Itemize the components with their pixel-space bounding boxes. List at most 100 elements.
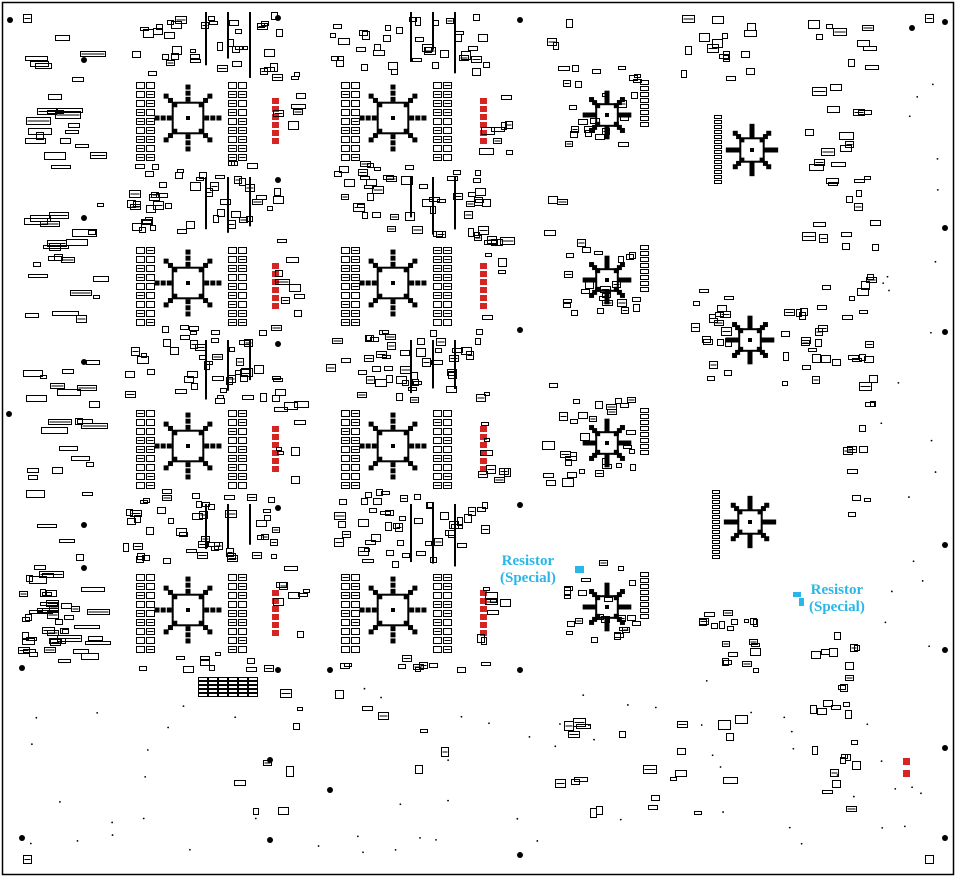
- ic-pin: [368, 93, 374, 99]
- capacitor: [136, 628, 145, 635]
- ic-pin: [622, 277, 628, 283]
- via: [587, 724, 590, 727]
- component-footprint: [125, 371, 135, 378]
- component-footprint: [849, 296, 855, 301]
- component-footprint: [51, 165, 71, 169]
- capacitor: [146, 274, 155, 281]
- capacitor: [341, 301, 350, 308]
- ic-pin: [737, 509, 743, 515]
- pin-header: [712, 490, 720, 494]
- component-footprint: [273, 110, 284, 117]
- component-footprint: [845, 662, 854, 670]
- component-footprint: [709, 361, 718, 369]
- component-footprint: [303, 589, 310, 593]
- component-footprint: [81, 423, 108, 429]
- capacitor: [341, 637, 350, 644]
- ic-pin: [207, 421, 213, 427]
- ic-pin: [216, 607, 222, 613]
- capacitor: [351, 283, 360, 290]
- label-line-2: (Special): [500, 570, 556, 586]
- component-footprint: [563, 299, 572, 303]
- component-footprint: [372, 186, 384, 194]
- ic-pin: [421, 443, 427, 449]
- component-footprint: [275, 389, 286, 396]
- highlighted-resistor: [272, 458, 279, 464]
- component-footprint: [217, 42, 223, 51]
- component-footprint: [68, 123, 80, 128]
- ic-pin: [198, 128, 204, 134]
- pin-header: [712, 545, 720, 549]
- component-footprint: [424, 47, 436, 55]
- component-footprint: [451, 524, 463, 529]
- ic-pin: [415, 280, 421, 286]
- via: [582, 694, 585, 697]
- ic-pin: [185, 582, 191, 588]
- ic-pin: [773, 147, 779, 153]
- ic-pin: [604, 617, 610, 623]
- component-footprint: [168, 518, 174, 524]
- capacitor: [146, 256, 155, 263]
- ic-pin: [166, 115, 172, 121]
- component-footprint: [190, 59, 201, 63]
- component-footprint: [570, 131, 578, 138]
- capacitor: [433, 154, 442, 161]
- component-footprint: [162, 54, 169, 60]
- ic-pin: [759, 325, 765, 331]
- component-footprint: [816, 34, 823, 40]
- component-footprint: [385, 334, 396, 340]
- component-footprint: [47, 630, 59, 636]
- ic-pin: [604, 255, 610, 261]
- component-footprint: [80, 51, 106, 57]
- capacitor: [433, 646, 442, 653]
- component-footprint: [567, 621, 575, 627]
- ic-pin: [198, 293, 204, 299]
- component-footprint: [26, 637, 37, 641]
- component-footprint: [271, 325, 282, 331]
- component-footprint: [576, 724, 591, 729]
- highlighted-resistor: [272, 122, 279, 128]
- capacitor: [443, 256, 452, 263]
- capacitor: [228, 419, 237, 426]
- ic-pin: [616, 452, 622, 458]
- via: [554, 745, 557, 748]
- ic-pin: [604, 99, 610, 105]
- via: [722, 811, 724, 813]
- connector-pillar: [454, 12, 456, 74]
- capacitor: [443, 247, 452, 254]
- ic-pin: [203, 589, 209, 595]
- via: [719, 766, 722, 768]
- ic-pin: [747, 500, 753, 506]
- component-footprint: [464, 514, 472, 523]
- component-footprint: [376, 351, 387, 358]
- via: [559, 723, 561, 725]
- component-footprint: [480, 450, 493, 456]
- connector-pin: [238, 685, 248, 689]
- component-footprint: [211, 330, 220, 335]
- ic-pin: [604, 458, 610, 464]
- capacitor: [136, 464, 145, 471]
- component-footprint: [607, 409, 617, 415]
- ic-pin: [616, 100, 622, 106]
- ic-pin: [372, 461, 378, 467]
- capacitor: [433, 100, 442, 107]
- component-footprint: [478, 226, 489, 235]
- component-footprint: [848, 512, 856, 517]
- component-footprint: [383, 35, 391, 42]
- ic-pin: [582, 112, 588, 118]
- capacitor: [433, 419, 442, 426]
- ic-pin: [390, 468, 396, 474]
- component-footprint: [648, 805, 658, 810]
- component-footprint: [501, 95, 512, 100]
- pin-header: [640, 281, 649, 286]
- component-footprint: [415, 667, 421, 672]
- capacitor: [136, 601, 145, 608]
- mounting-hole: [6, 411, 12, 417]
- ic-pin: [749, 123, 755, 129]
- ic-pin: [408, 625, 414, 631]
- component-footprint: [571, 310, 578, 316]
- component-footprint: [750, 618, 757, 625]
- capacitor: [433, 91, 442, 98]
- ic-pin: [735, 349, 741, 355]
- component-footprint: [236, 358, 244, 366]
- capacitor: [238, 154, 247, 161]
